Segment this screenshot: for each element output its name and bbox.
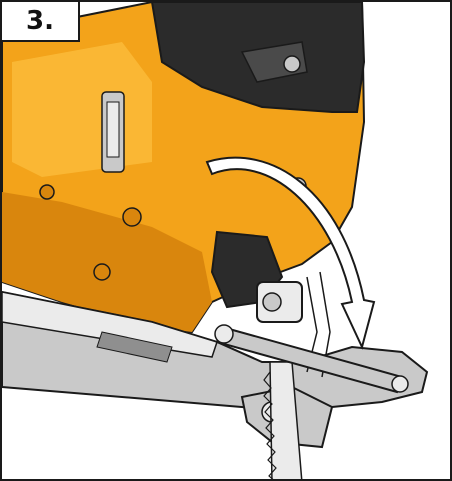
body-switch-inner	[106, 101, 120, 158]
rotation-arrow-icon	[205, 156, 376, 350]
base-plate-slot	[96, 331, 173, 363]
housing-screw-icon	[283, 55, 301, 73]
blade-clamp-screw-icon	[262, 292, 282, 312]
saw-blade-teeth	[263, 371, 277, 479]
saw-blade	[269, 361, 303, 479]
step-number-label: 3.	[2, 2, 80, 42]
base-plate-top	[2, 291, 218, 358]
jigsaw-body-shadow	[2, 192, 212, 332]
jigsaw-body-highlight	[12, 42, 152, 177]
body-vent-hole	[39, 184, 55, 200]
body-vent-hole	[93, 263, 111, 281]
clamp-lever-end-icon	[391, 375, 409, 393]
clamp-lever-pivot-icon	[214, 324, 234, 344]
body-vent-hole	[122, 207, 142, 227]
